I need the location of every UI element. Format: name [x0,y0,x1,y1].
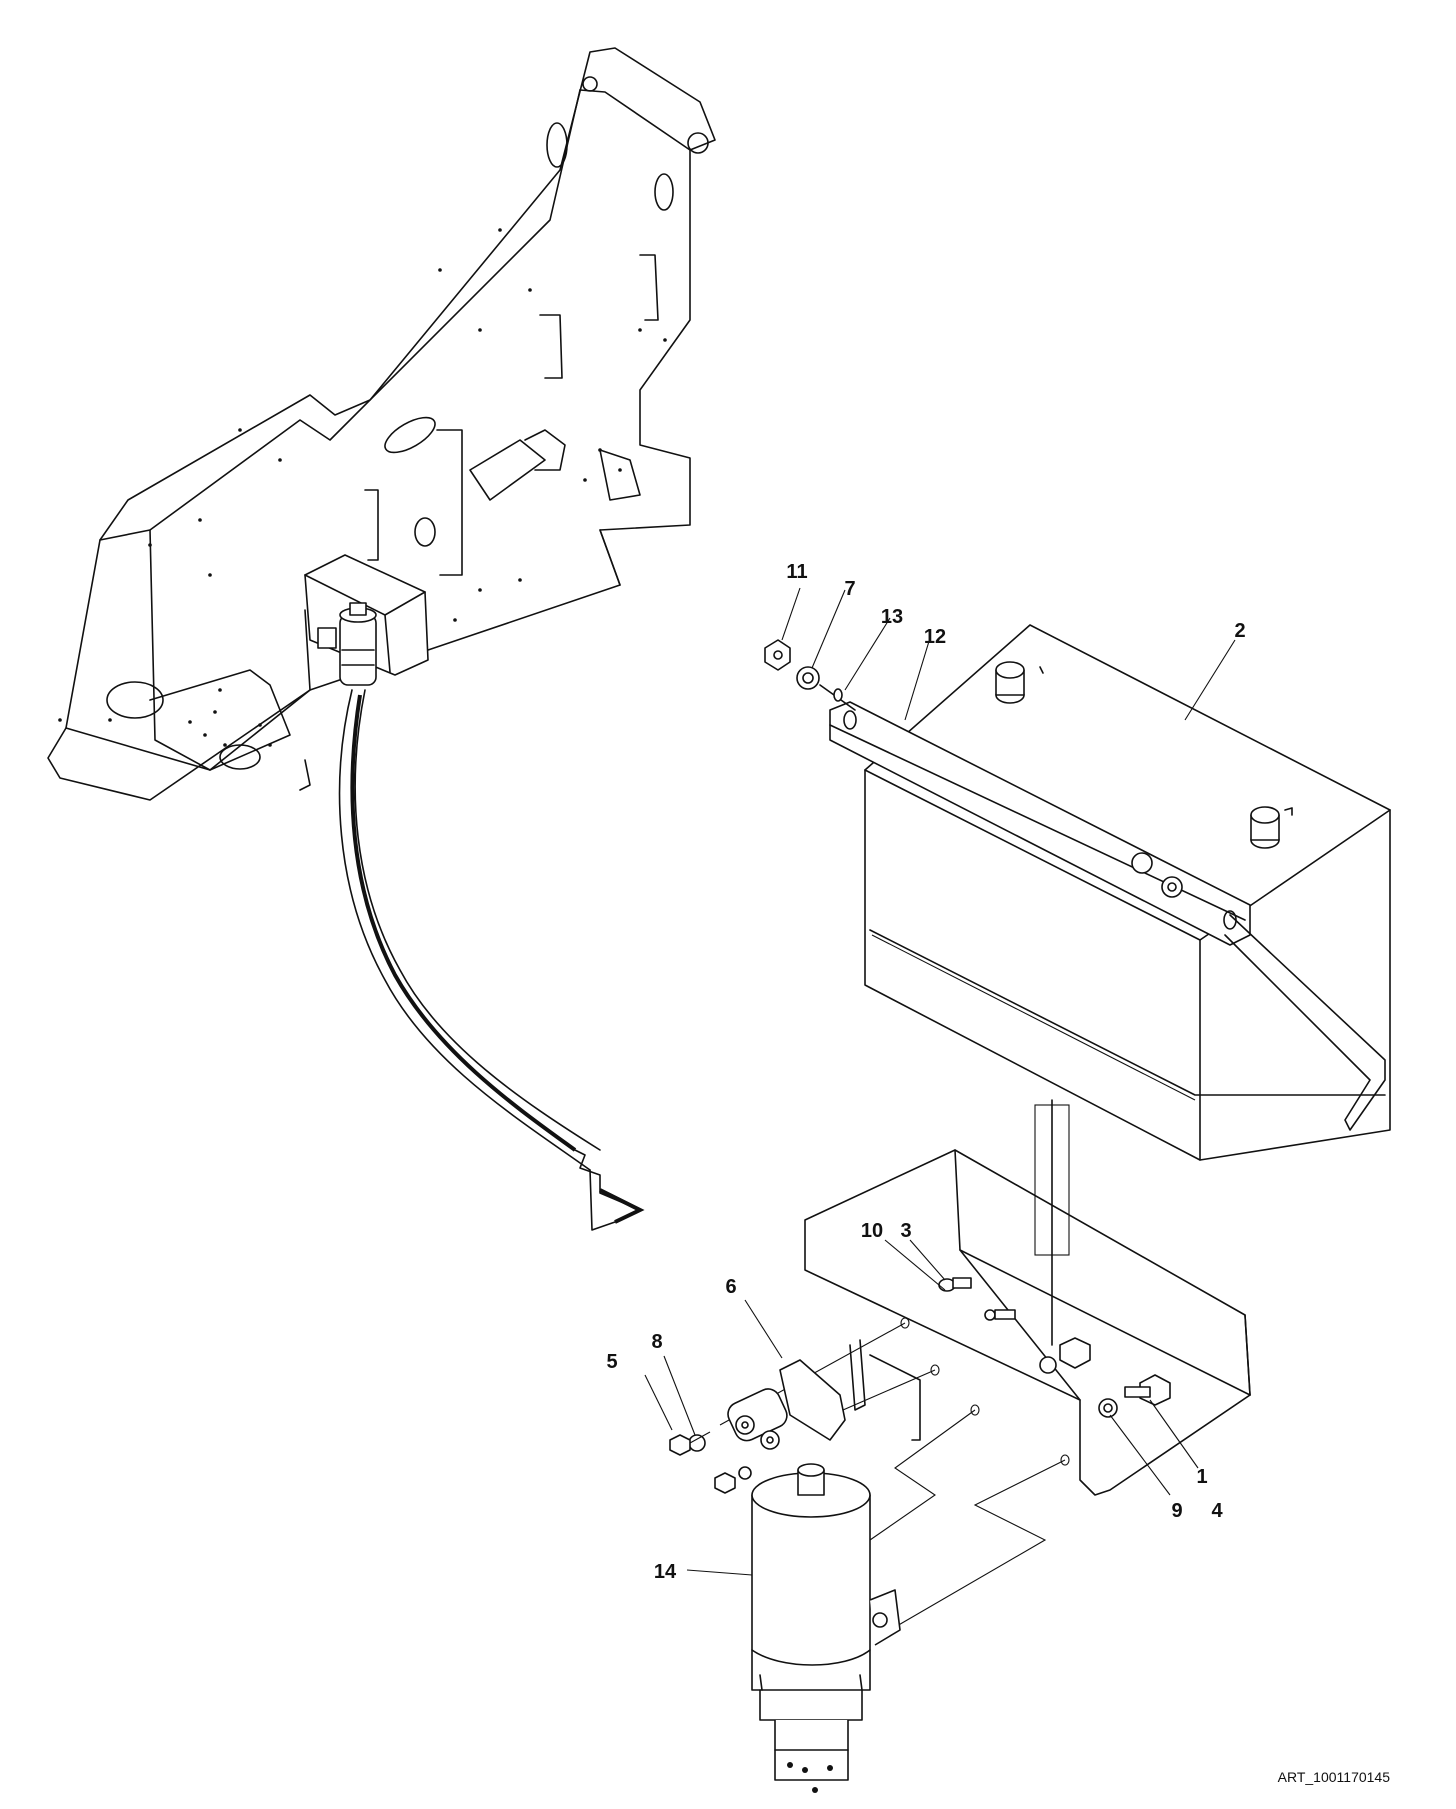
solenoid [669,1359,846,1456]
callout-7: 7 [844,578,855,600]
callout-6: 6 [725,1276,736,1298]
callout-8: 8 [651,1331,662,1353]
callout-labels: 11 7 13 12 2 3 10 6 5 8 1 4 9 14 [606,561,1245,1583]
callout-11: 11 [786,561,807,583]
callout-3: 3 [900,1220,911,1242]
callout-13: 13 [881,606,903,628]
hardware-nut-washer [764,639,856,711]
callout-10: 10 [861,1220,883,1242]
hold-down-bar [829,701,1386,1131]
callout-12: 12 [924,626,946,648]
pump-motor [714,1463,901,1793]
chassis-frame [47,47,716,1231]
leader-lines [644,587,1236,1576]
art-id: ART_1001170145 [1278,1769,1391,1785]
callout-2: 2 [1234,620,1245,642]
callout-5: 5 [606,1351,617,1373]
callout-9: 9 [1171,1500,1182,1522]
bolt-set [938,1277,1171,1418]
callout-4: 4 [1211,1500,1223,1522]
callout-14: 14 [654,1561,677,1583]
callout-1: 1 [1196,1466,1207,1488]
